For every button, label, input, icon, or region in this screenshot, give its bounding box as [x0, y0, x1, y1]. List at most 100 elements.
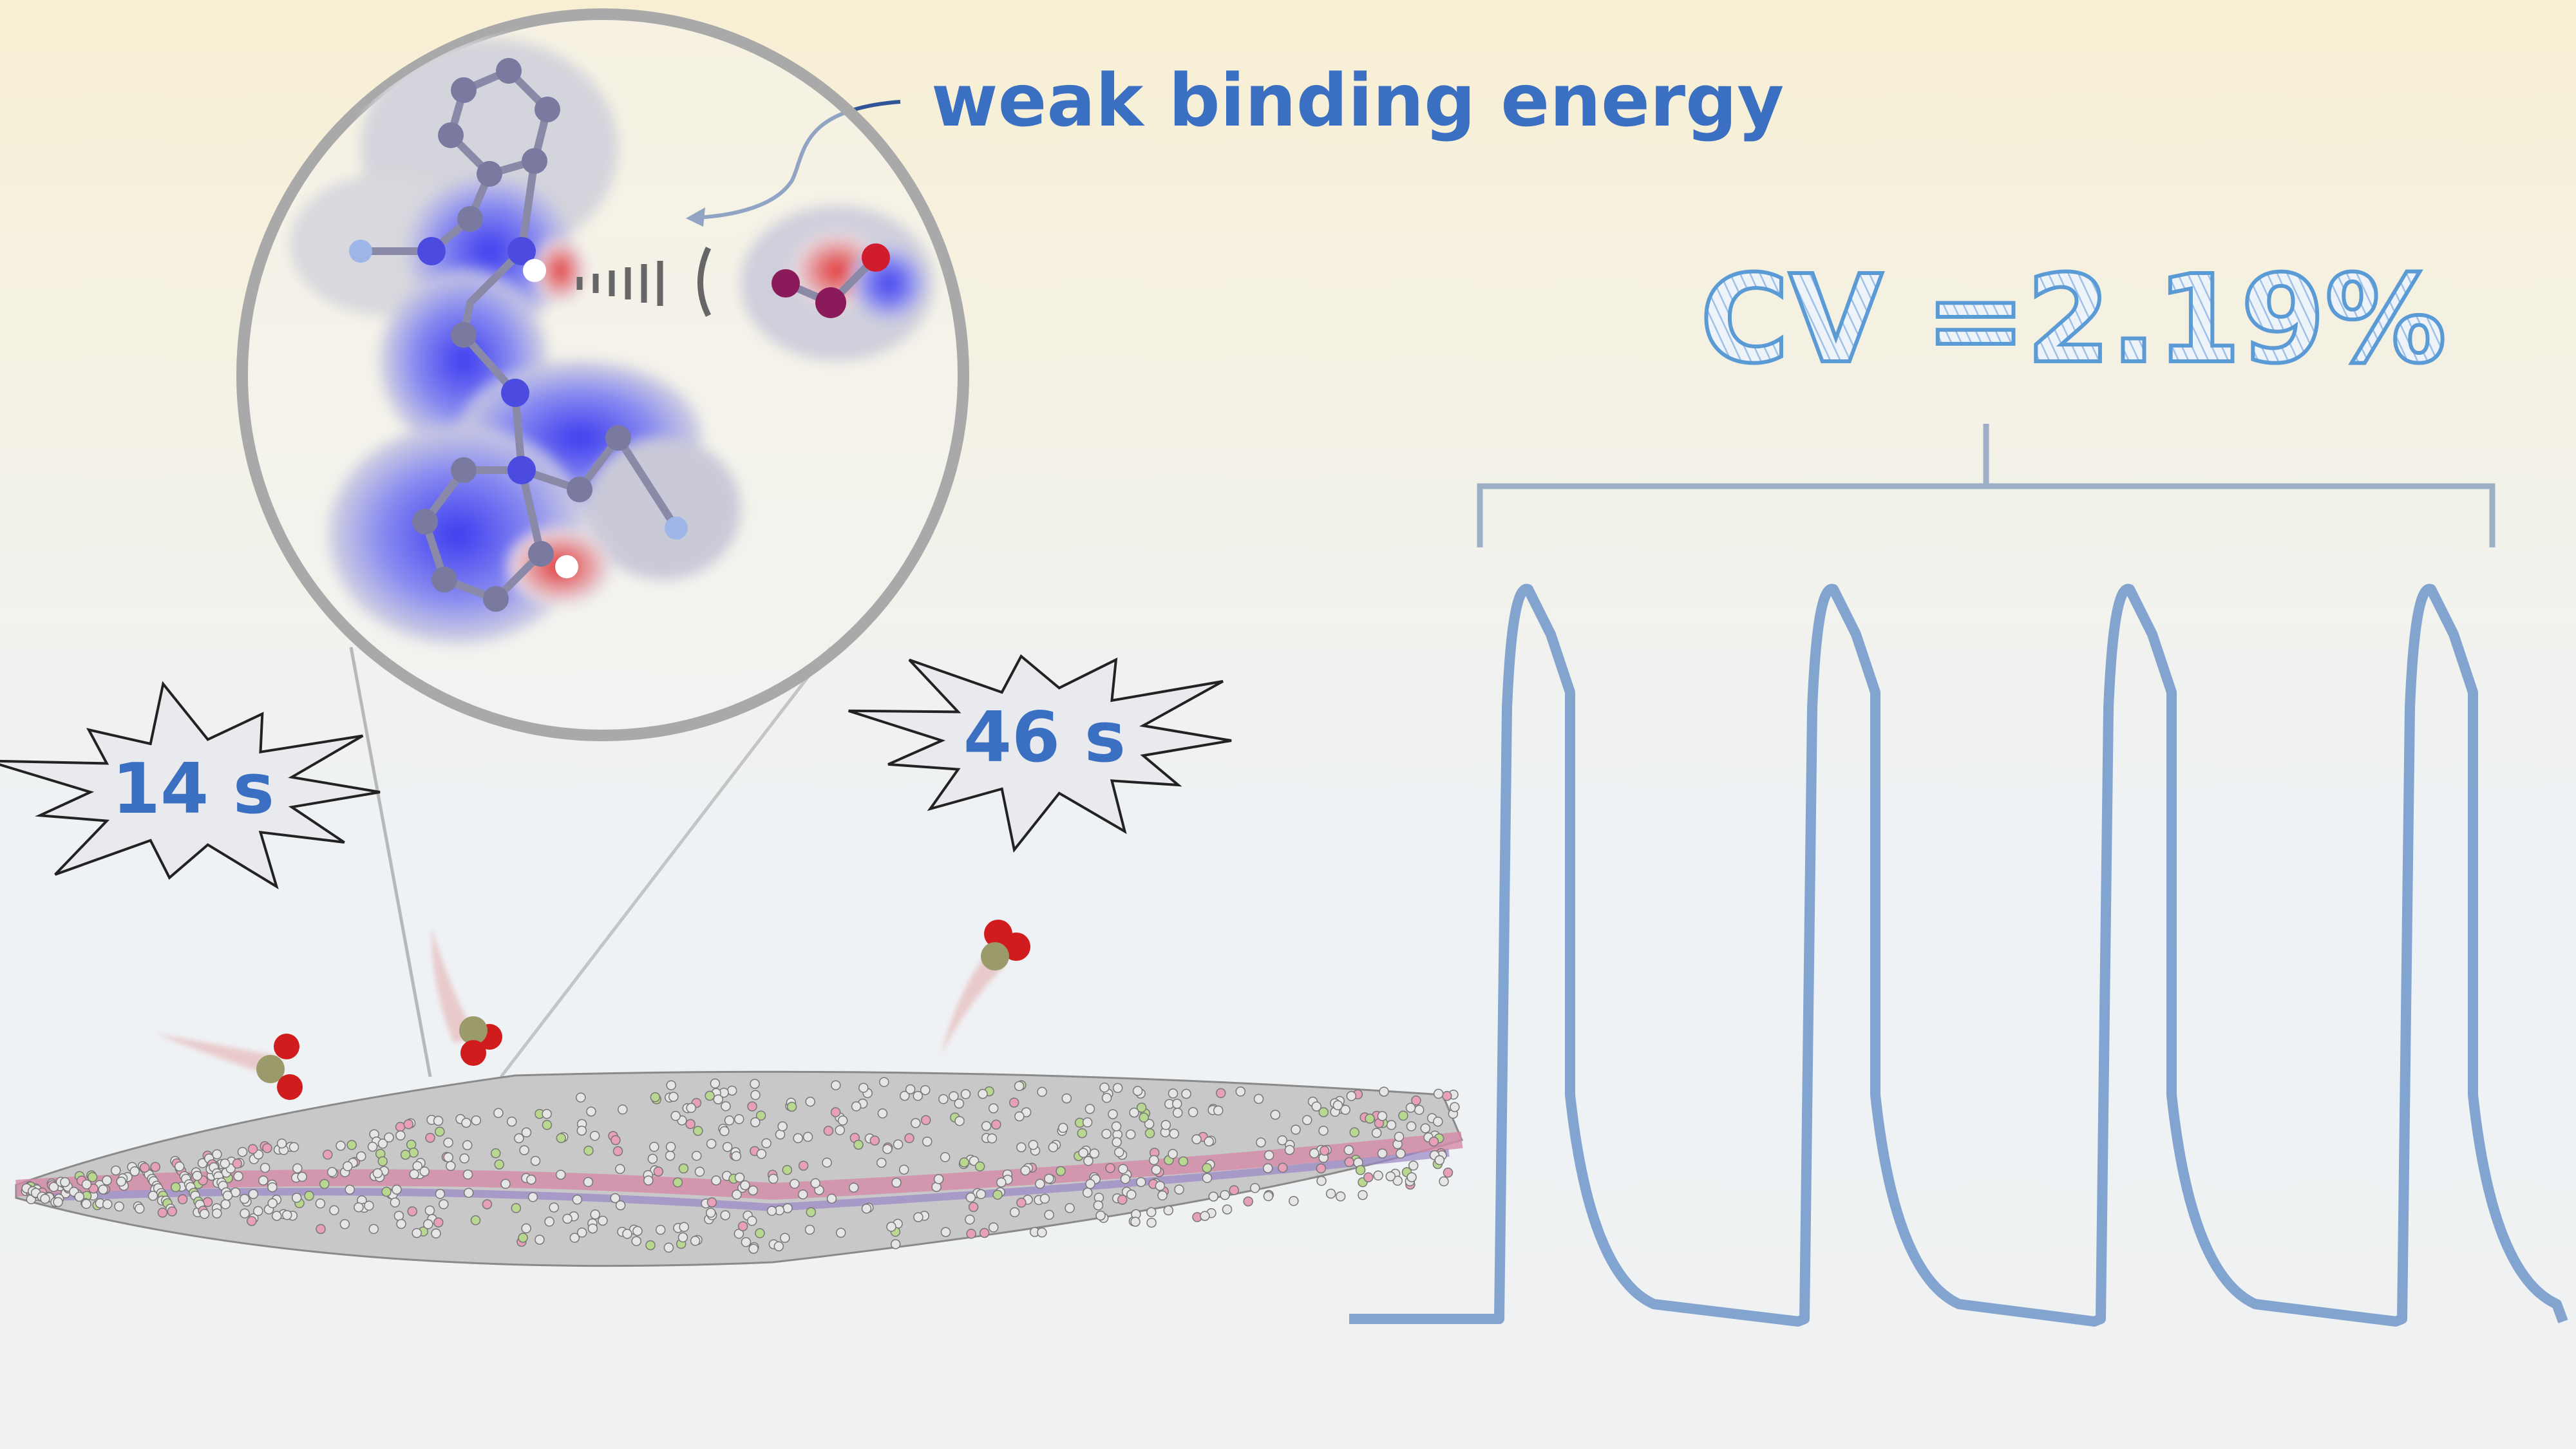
surface-atom — [890, 1239, 901, 1249]
surface-atom — [1365, 1113, 1375, 1124]
surface-atom — [527, 1192, 538, 1202]
surface-atom — [610, 1193, 620, 1204]
surface-atom — [576, 1125, 587, 1136]
surface-atom — [1105, 1163, 1115, 1173]
surface-atom — [734, 1172, 745, 1183]
surface-atom — [390, 1197, 401, 1208]
surface-atom — [240, 1193, 250, 1204]
surface-atom — [968, 1202, 979, 1213]
surface-atom — [129, 1166, 140, 1177]
surface-atom — [949, 1091, 959, 1101]
cv-label: CV =2.19% — [1700, 249, 2447, 390]
surface-atom — [139, 1162, 150, 1173]
surface-atom — [1112, 1083, 1123, 1094]
surface-atom — [1220, 1189, 1230, 1200]
surface-atom — [954, 1098, 965, 1109]
surface-atom — [439, 1199, 449, 1209]
surface-atom — [98, 1184, 108, 1195]
starburst-left: 14 s — [0, 681, 381, 889]
surface-atom — [886, 1222, 896, 1232]
surface-atom — [102, 1175, 112, 1186]
surface-atom — [1077, 1128, 1088, 1139]
surface-atom — [830, 1107, 841, 1117]
surface-atom — [339, 1219, 350, 1229]
surface-atom — [694, 1166, 705, 1177]
surface-atom — [1037, 1086, 1047, 1097]
surface-atom — [965, 1214, 975, 1225]
surface-atom — [1363, 1172, 1374, 1182]
surface-atom — [1171, 1099, 1182, 1109]
surface-atom — [1377, 1111, 1388, 1121]
surface-atom — [737, 1221, 748, 1231]
surface-atom — [1112, 1137, 1122, 1148]
surface-atom — [1172, 1108, 1183, 1118]
surface-atom — [911, 1118, 921, 1128]
surface-atom — [622, 1229, 632, 1239]
zoom-line-right — [500, 646, 832, 1078]
starburst-right: 46 s — [848, 654, 1232, 853]
surface-atom — [1083, 1155, 1094, 1166]
surface-atom — [740, 1180, 750, 1191]
gas-molecule-right — [940, 920, 1030, 1056]
surface-atom — [1204, 1136, 1214, 1147]
surface-atom — [611, 1135, 621, 1146]
surface-atom — [685, 1119, 696, 1130]
surface-atom — [81, 1179, 92, 1189]
surface-atom — [649, 1142, 659, 1152]
surface-atom — [368, 1224, 379, 1235]
surface-atom — [281, 1209, 292, 1220]
title-weak-binding-energy: weak binding energy — [931, 59, 1784, 143]
surface-atom — [446, 1160, 456, 1171]
surface-atom — [346, 1140, 357, 1150]
surface-atom — [693, 1126, 703, 1136]
surface-atom — [647, 1153, 658, 1164]
surface-atom — [147, 1191, 158, 1201]
surface-atom — [395, 1130, 406, 1141]
surface-atom — [1394, 1132, 1405, 1142]
surface-atom — [412, 1227, 422, 1238]
surface-atom — [1222, 1204, 1233, 1215]
surface-atom — [691, 1150, 702, 1161]
surface-atom — [793, 1133, 803, 1144]
surface-atom — [556, 1133, 567, 1143]
surface-atom — [798, 1160, 809, 1171]
surface-atom — [393, 1211, 404, 1221]
surface-atom — [114, 1201, 124, 1212]
surface-atom — [1253, 1094, 1264, 1104]
surface-atom — [470, 1215, 481, 1226]
surface-atom — [1014, 1111, 1025, 1122]
surface-atom — [920, 1084, 931, 1095]
surface-atom — [877, 1108, 888, 1119]
surface-atom — [276, 1138, 287, 1149]
surface-atom — [462, 1140, 473, 1151]
surface-atom — [797, 1189, 808, 1200]
surface-atom — [212, 1208, 222, 1218]
surface-atom — [433, 1217, 444, 1227]
surface-atom — [535, 1235, 545, 1245]
surface-atom — [367, 1141, 378, 1152]
surface-atom — [851, 1101, 862, 1112]
surface-atom — [237, 1146, 248, 1157]
surface-atom — [1277, 1135, 1287, 1146]
surface-atom — [1039, 1193, 1050, 1204]
surface-atom — [726, 1085, 737, 1096]
surface-atom — [686, 1103, 696, 1113]
surface-atom — [1316, 1163, 1327, 1174]
surface-atom — [1243, 1196, 1253, 1207]
surface-atom — [755, 1228, 765, 1238]
surface-atom — [1414, 1104, 1425, 1115]
surface-atom — [1082, 1188, 1093, 1198]
surface-atom — [1332, 1100, 1343, 1111]
surface-atom — [804, 1224, 815, 1235]
surface-atom — [1229, 1185, 1239, 1195]
surface-atom — [904, 1133, 914, 1144]
surface-atom — [1084, 1104, 1095, 1114]
surface-atom — [267, 1198, 278, 1209]
surface-atom — [514, 1133, 524, 1144]
surface-atom — [1355, 1165, 1366, 1175]
surface-atom — [632, 1226, 643, 1236]
surface-atom — [1155, 1180, 1166, 1191]
surface-atom — [576, 1227, 587, 1238]
surface-atom — [433, 1115, 444, 1126]
surface-atom — [706, 1139, 717, 1149]
